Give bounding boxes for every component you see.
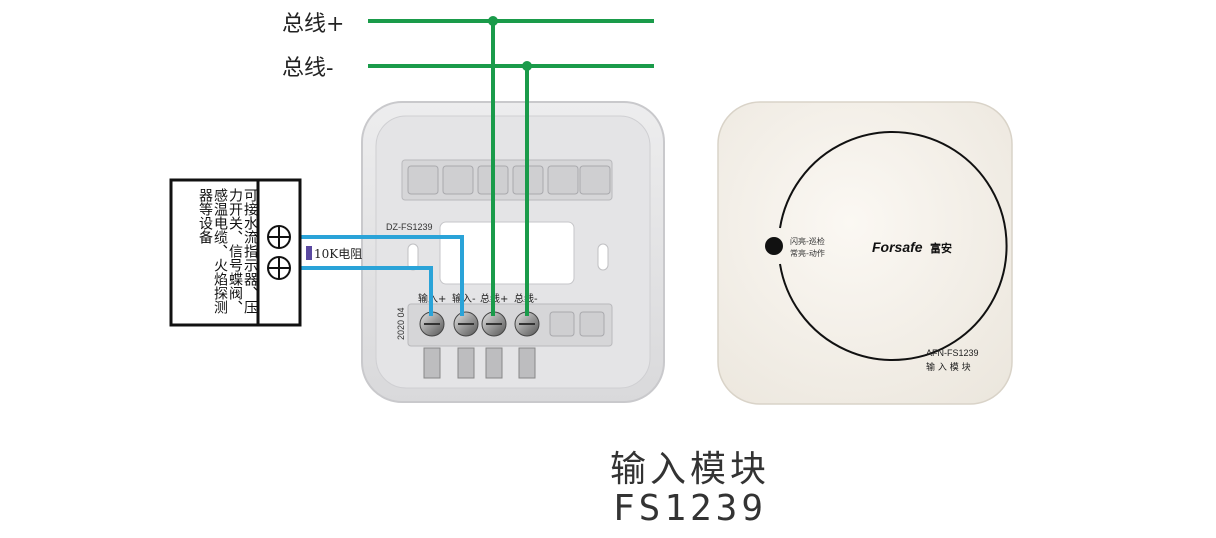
status-line-blink: 闪亮-巡检 — [790, 236, 825, 246]
input-plus-wire — [296, 266, 433, 316]
caption-model: FS1239 — [612, 488, 768, 529]
module-name-label: 输 入 模 块 — [926, 361, 971, 373]
module-base — [361, 101, 665, 403]
bus-minus-junction — [522, 61, 532, 71]
indicator-ring — [779, 131, 1008, 361]
base-model-label: DZ-FS1239 — [386, 222, 433, 232]
caption-title: 输入模块 — [609, 449, 770, 490]
input-minus-wire — [296, 235, 464, 316]
bus-minus-label: 总线- — [282, 56, 334, 81]
bus-wiring — [368, 19, 654, 316]
module-front — [717, 101, 1013, 405]
status-line-steady: 常亮-动作 — [790, 248, 825, 258]
brand-logo-cn: 富安 — [930, 241, 952, 255]
input-wiring — [296, 235, 464, 316]
brand-logo: Forsafe — [872, 239, 923, 255]
base-date-label: 2020 04 — [396, 307, 406, 340]
bus-plus-junction — [488, 16, 498, 26]
bus-plus-label: 总线+ — [282, 12, 345, 37]
resistor-symbol — [306, 246, 312, 260]
external-device-description: 可接水流指示器、压力开关、信号蝶阀、感温电缆、火焰探测器等设备 — [197, 188, 258, 314]
external-device — [169, 178, 302, 327]
resistor-label: 10K电阻 — [314, 247, 362, 261]
module-model-label: AFN-FS1239 — [926, 348, 979, 358]
led-indicator-icon — [765, 237, 783, 255]
